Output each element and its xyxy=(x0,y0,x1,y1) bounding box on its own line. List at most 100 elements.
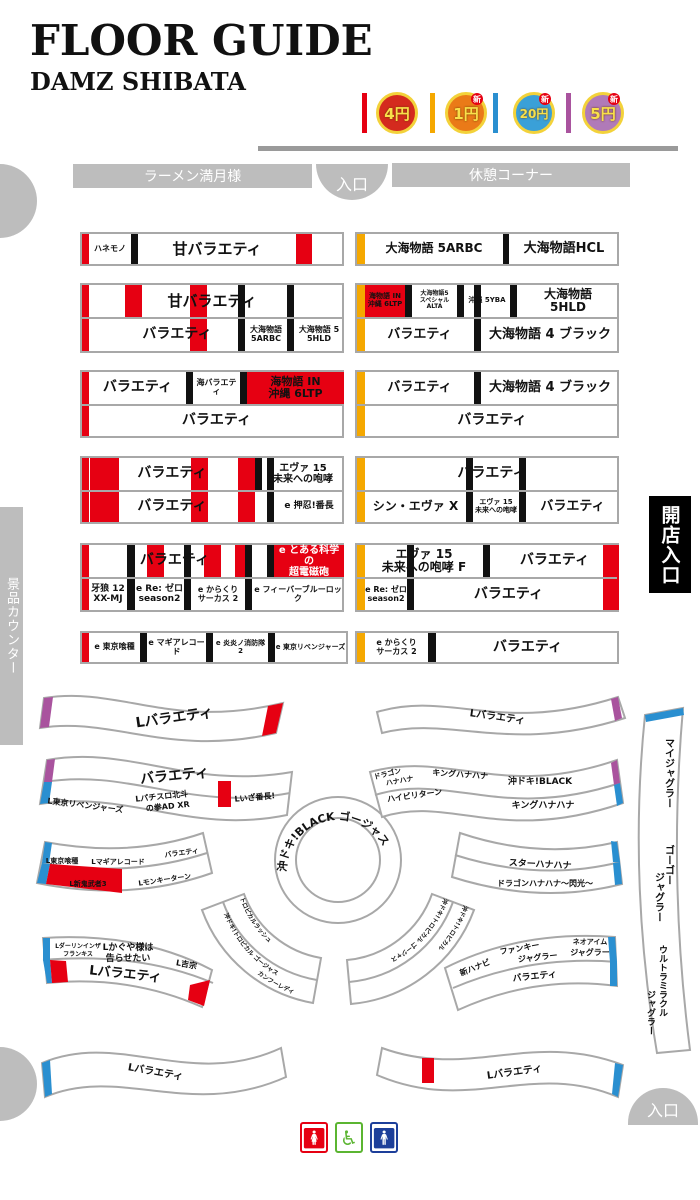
slot-label[interactable]: 告らせたい xyxy=(106,952,151,964)
machine-cell[interactable]: シン・エヴァ X xyxy=(372,499,459,514)
machine-cell[interactable]: 大海物語5 スペシャル ALTA xyxy=(419,290,450,311)
machine-cell[interactable]: バラエティ xyxy=(457,465,527,482)
legend-color-5yen xyxy=(566,93,571,133)
machine-cell[interactable]: 牙狼 12 XX-MJ xyxy=(91,583,125,604)
machine-cell[interactable]: バラエティ xyxy=(457,412,527,429)
slot-label[interactable]: Lマギアレコード xyxy=(91,857,144,866)
machine-island: ハネモノ 甘バラエティ xyxy=(80,232,344,266)
machine-cell[interactable]: 大海物語 4 ブラック xyxy=(488,326,612,342)
machine-cell[interactable]: e 炎炎ノ消防隊 2 xyxy=(215,638,266,655)
slot-island xyxy=(637,706,692,1055)
slot-label[interactable]: L新鬼武者3 xyxy=(69,879,106,888)
machine-cell[interactable]: バラエティ xyxy=(519,552,590,569)
slot-island xyxy=(450,831,624,894)
slot-label[interactable]: ドラゴンハナハナ〜閃光〜 xyxy=(497,878,593,888)
machine-cell[interactable]: e フィーバーブルーロック xyxy=(254,584,342,603)
slot-label[interactable]: スターハナハナ xyxy=(508,856,571,871)
slot-label[interactable]: 沖ドキ!BLACK xyxy=(508,775,573,787)
machine-cell[interactable]: 沖縄 5YBA xyxy=(468,296,506,305)
machine-cell[interactable]: e 東京リベンジャーズ xyxy=(275,642,346,651)
slot-label[interactable]: バラエティ xyxy=(139,764,209,787)
new-badge: 新 xyxy=(608,93,620,105)
machine-cell[interactable]: 甘バラエティ xyxy=(167,291,257,310)
slot-label[interactable]: ジャグラー xyxy=(570,947,610,957)
machine-cell[interactable]: バラエティ xyxy=(139,552,210,569)
slot-label[interactable]: L吉宗 xyxy=(175,957,198,971)
accessible-restroom-icon: ♿︎ xyxy=(335,1122,363,1153)
machine-cell[interactable]: e からくり サーカス 2 xyxy=(376,637,417,656)
slot-label[interactable]: ジャグラー xyxy=(517,950,557,964)
slot-label[interactable]: Lいざ番長! xyxy=(234,790,275,804)
machine-island: 大海物語 5ARBC 大海物語HCL xyxy=(355,232,619,266)
machine-cell[interactable]: ハネモノ xyxy=(94,243,126,253)
machine-cell[interactable]: エヴァ 15 未来への咆哮 xyxy=(273,463,333,485)
machine-cell[interactable]: バラエティ xyxy=(102,379,173,396)
machine-cell[interactable]: バラエティ xyxy=(137,498,207,515)
machine-island: 甘バラエティ バラエティ 大海物語 5ARBC 大海物語 5 5HLD xyxy=(80,283,344,353)
machine-cell[interactable]: e 東京喰種 xyxy=(94,642,135,652)
slot-label[interactable]: の拳AD XR xyxy=(145,799,190,814)
machine-cell[interactable]: バラエティ xyxy=(387,379,452,395)
machine-cell[interactable]: 大海物語 4 ブラック xyxy=(488,379,612,395)
slot-label[interactable]: ネオアイム xyxy=(573,938,608,946)
machine-island: 海物語 IN 沖縄 6LTP 大海物語5 スペシャル ALTA 沖縄 5YBA … xyxy=(355,283,619,353)
new-badge: 新 xyxy=(539,93,551,105)
machine-cell[interactable]: バラエティ xyxy=(181,412,252,429)
machine-cell[interactable]: バラエティ xyxy=(137,465,207,482)
slot-label[interactable]: Lかぐや様は xyxy=(103,941,154,953)
rest-corner: 休憩コーナー xyxy=(392,163,630,187)
machine-cell[interactable]: 大海物語 5HLD xyxy=(543,286,592,314)
slot-label[interactable]: フランキス xyxy=(63,951,93,958)
slot-label[interactable]: ジャグラー xyxy=(653,872,665,922)
machine-cell[interactable]: 大海物語 5ARBC xyxy=(250,325,282,343)
machine-cell[interactable]: 海物語 IN 沖縄 6LTP xyxy=(365,285,405,317)
slot-label[interactable]: Lダーリンインザ xyxy=(55,942,101,950)
machine-cell[interactable]: バラエティ xyxy=(387,326,452,342)
slot-label[interactable]: ジャグラー xyxy=(645,990,656,1035)
slot-label[interactable]: ウルトラミラクル xyxy=(657,945,668,1017)
coin-5yen-icon: 5円新 xyxy=(582,92,624,134)
machine-island: バラエティ シン・エヴァ X エヴァ 15 未来への咆哮 バラエティ xyxy=(355,456,619,524)
machine-cell[interactable]: 大海物語 5ARBC xyxy=(385,241,483,256)
men-restroom-icon: 🚹︎ xyxy=(370,1122,398,1153)
machine-cell[interactable]: エヴァ 15 未来への咆哮 F xyxy=(381,546,467,574)
machine-island: e 東京喰種 e マギアレコード e 炎炎ノ消防隊 2 e 東京リベンジャーズ xyxy=(80,631,348,664)
legend-color-20yen xyxy=(493,93,498,133)
machine-cell[interactable]: e 押忍!番長 xyxy=(284,501,334,512)
machine-cell[interactable]: エヴァ 15 未来への咆哮 xyxy=(475,498,517,514)
slot-label[interactable]: L東京喰種 xyxy=(46,856,78,865)
machine-cell[interactable]: 海バラエティ xyxy=(196,378,237,396)
slot-label[interactable]: ゴーゴー xyxy=(663,844,674,885)
legend-color-1yen xyxy=(430,93,435,133)
machine-cell[interactable]: バラエティ xyxy=(492,638,563,655)
machine-cell[interactable]: バラエティ xyxy=(473,585,544,602)
machine-cell[interactable]: e Re: ゼロ season2 xyxy=(365,584,407,603)
legend-label: 1円 xyxy=(453,104,479,123)
new-badge: 新 xyxy=(471,93,483,105)
machine-cell[interactable]: 大海物語 5 5HLD xyxy=(298,325,340,343)
machine-cell[interactable]: e とある科学の 超電磁砲 xyxy=(274,545,344,578)
page-title: FLOOR GUIDE xyxy=(30,16,373,65)
machine-cell[interactable]: バラエティ xyxy=(142,326,212,343)
slot-label[interactable]: バラエティ xyxy=(512,969,557,985)
slot-island xyxy=(368,758,625,822)
legend-label: 20円 xyxy=(519,106,549,121)
slot-label[interactable]: キングハナハナ xyxy=(432,767,488,781)
slot-label[interactable]: キングハナハナ xyxy=(512,799,575,811)
machine-cell[interactable]: e Re: ゼロ season2 xyxy=(135,583,183,604)
machine-cell[interactable]: バラエティ xyxy=(540,498,605,514)
divider xyxy=(258,146,678,151)
machine-island: バラエティ 海バラエティ 海物語 IN 沖縄 6LTP バラエティ xyxy=(80,370,344,438)
machine-cell[interactable]: e マギアレコード xyxy=(148,637,205,656)
machine-cell[interactable]: 海物語 IN 沖縄 6LTP xyxy=(247,372,344,404)
slot-label[interactable]: マイジャグラー xyxy=(663,738,675,808)
machine-cell[interactable]: e からくり サーカス 2 xyxy=(197,584,239,603)
machine-island: エヴァ 15 未来への咆哮 F バラエティ e Re: ゼロ season2 バ… xyxy=(355,543,619,612)
legend-label: 4円 xyxy=(384,104,410,123)
coin-20yen-icon: 20円新 xyxy=(513,92,555,134)
machine-cell[interactable]: 大海物語HCL xyxy=(523,240,605,256)
ramen-shop: ラーメン満月様 xyxy=(73,164,312,188)
machine-cell[interactable]: 甘バラエティ xyxy=(172,239,262,258)
legend-color-4yen xyxy=(362,93,367,133)
